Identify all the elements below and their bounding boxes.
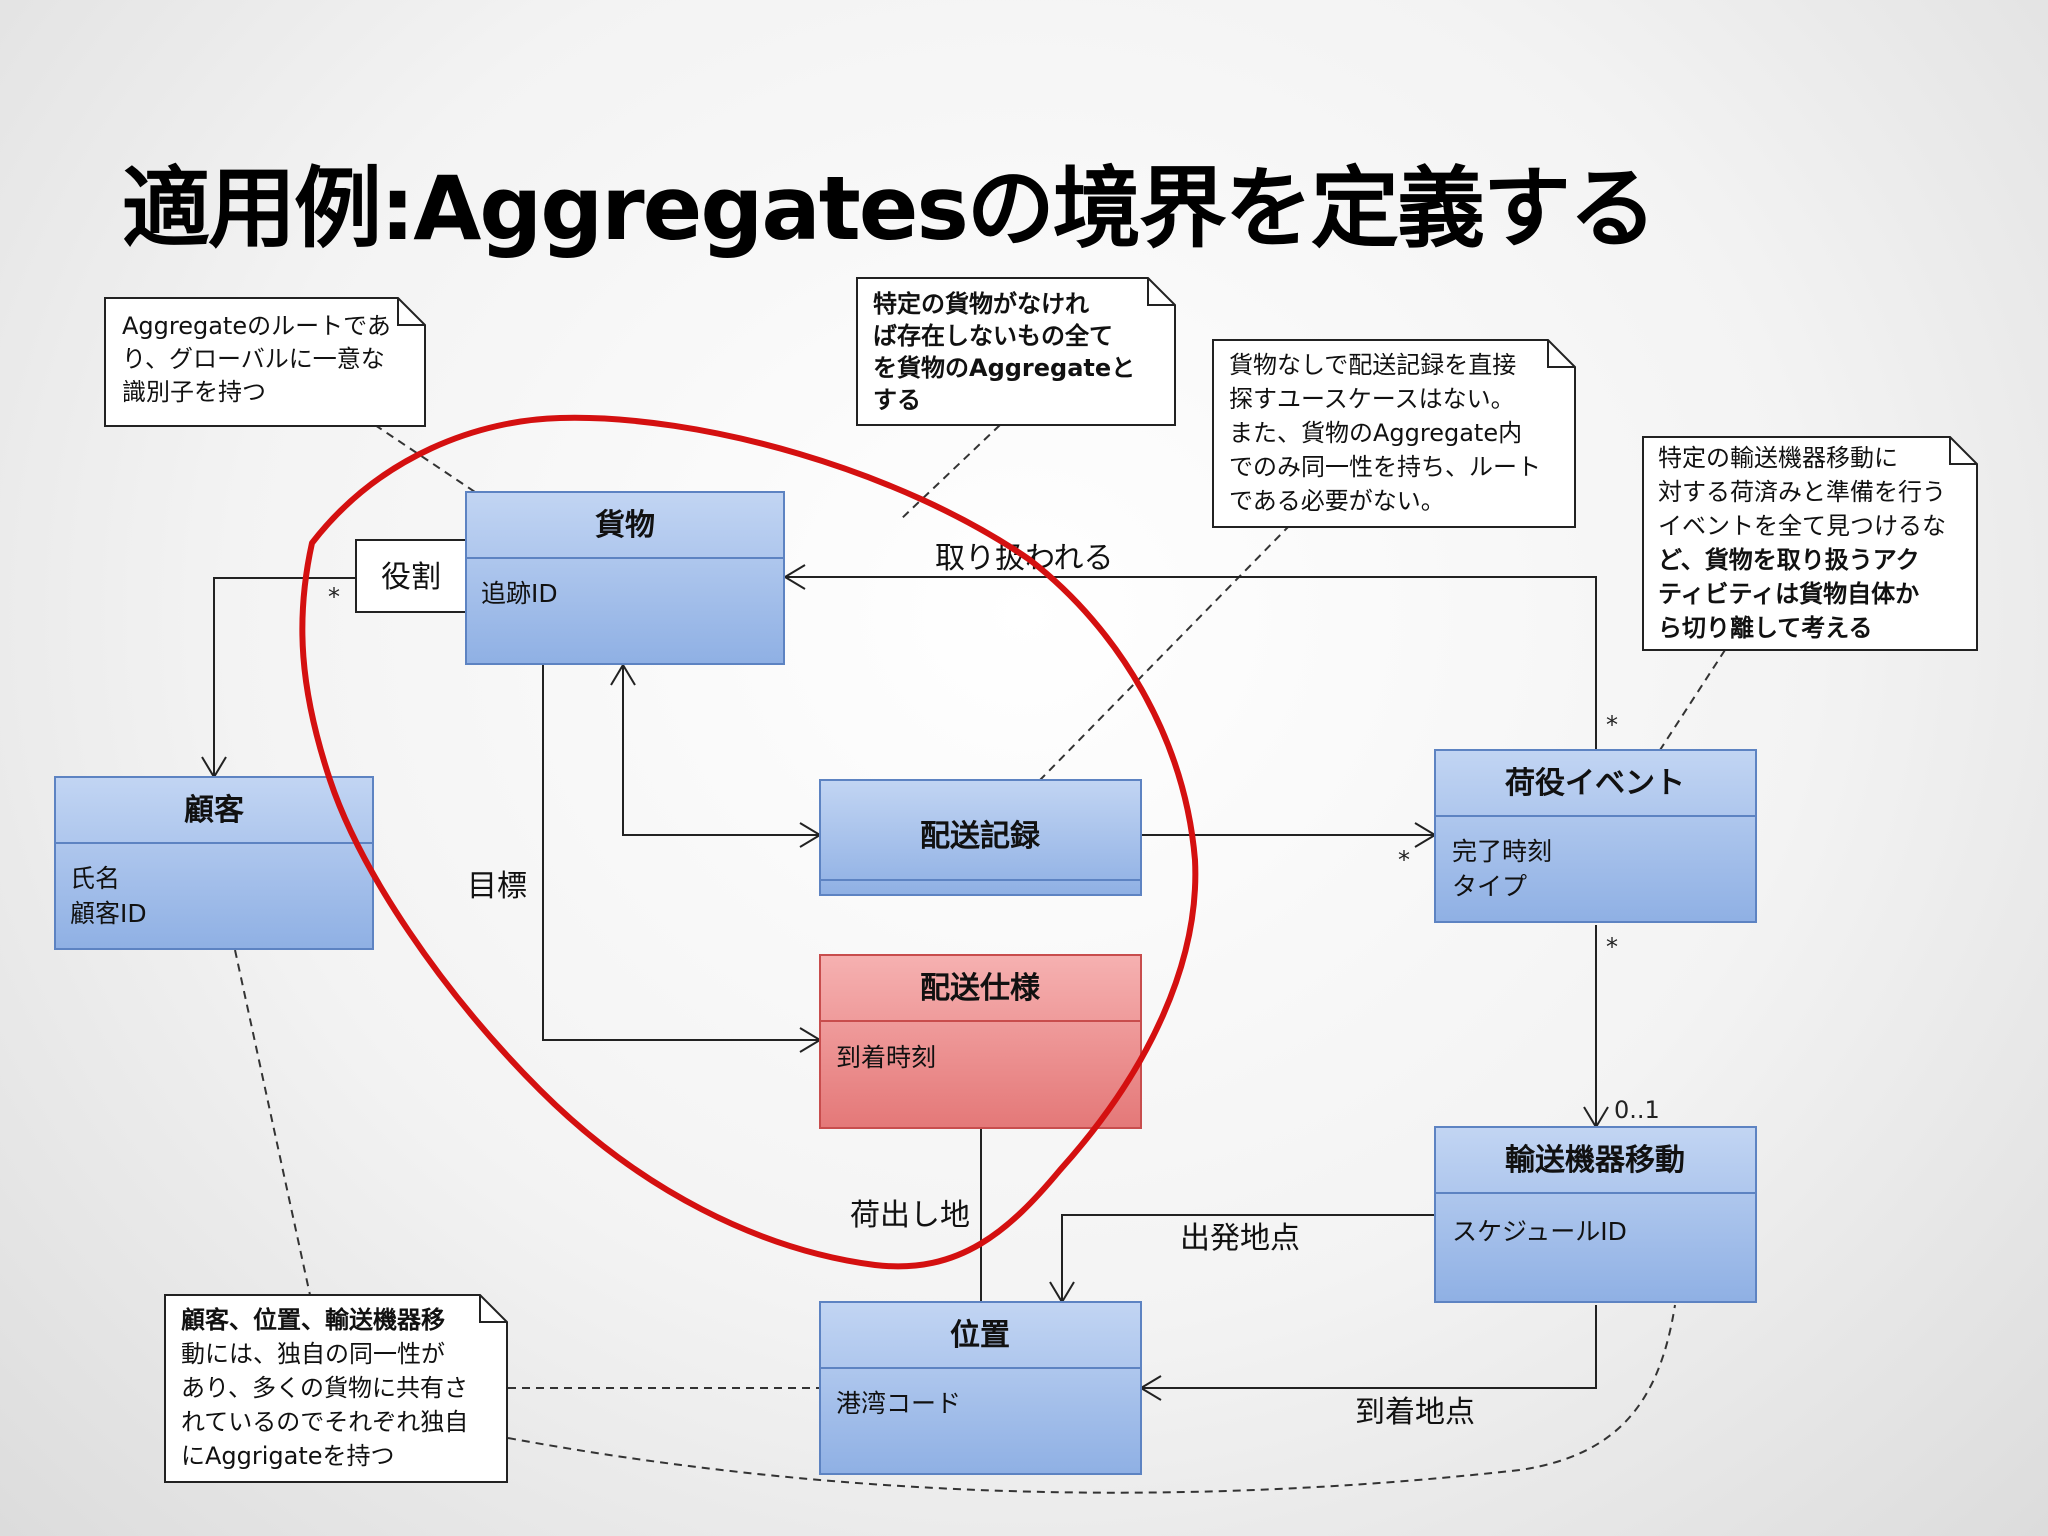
note-line: する [873,386,921,414]
class-name: 位置 [950,1318,1010,1353]
note-link-carrier [507,1304,1676,1494]
class-customer[interactable]: 顧客 氏名 顧客ID [54,776,374,950]
class-name: 輸送機器移動 [1505,1143,1685,1178]
assoc-departure [1061,1214,1435,1302]
role-qualifier: 役割 [355,539,467,613]
note-line: 顧客、位置、輸送機器移 [181,1306,445,1334]
class-attr: 追跡ID [481,579,558,608]
class-attr: 到着時刻 [836,1043,936,1072]
note-root: Aggregateのルートであ り、グローバルに一意な 識別子を持つ [104,297,426,427]
note-line: 特定の輸送機器移動に [1658,444,1898,472]
note-line: にAggrigateを持つ [181,1442,395,1470]
assoc-event-cargo [785,576,1597,750]
note-line: 特定の貨物がなけれ [873,290,1089,318]
note-line: 貨物なしで配送記録を直接 [1229,351,1516,379]
note-line: また、貨物のAggregate内 [1229,419,1522,447]
class-name: 貨物 [595,508,655,543]
note-line: Aggregateのルートであ [122,312,391,340]
note-connectors [234,424,1726,1494]
class-carrier-movement[interactable]: 輸送機器移動 スケジュールID [1434,1126,1757,1303]
note-event: 特定の輸送機器移動に 対する荷済みと準備を行う イベントを全て見つけるな ど、貨… [1642,436,1978,651]
label-origin: 荷出し地 [850,1198,970,1233]
class-attr: 港湾コード [836,1389,961,1418]
note-link-root [374,424,476,493]
note-line: を貨物のAggregateと [873,354,1135,382]
note-line: ど、貨物を取り扱うアク [1658,546,1920,574]
mult-event-top: * [1606,711,1618,739]
class-attr: 顧客ID [70,899,147,928]
note-link-event [1659,649,1726,751]
class-delivery-spec[interactable]: 配送仕様 到着時刻 [819,954,1142,1129]
note-line: である必要がない。 [1229,487,1445,515]
slide-title: 適用例:Aggregatesの境界を定義する [122,157,1657,260]
mult-movement: 0..1 [1614,1096,1660,1124]
note-line: 探すユースケースはない。 [1229,385,1515,413]
note-history: 貨物なしで配送記録を直接 探すユースケースはない。 また、貨物のAggregat… [1212,339,1576,528]
mult-event-bottom: * [1606,933,1618,961]
note-line: でのみ同一性を持ち、ルート [1229,453,1541,481]
role-label: 役割 [381,560,441,595]
class-attr: タイプ [1452,872,1527,901]
note-cargo-aggregate: 特定の貨物がなけれ ば存在しないもの全て を貨物のAggregateと する [856,277,1176,426]
note-line: 動には、独自の同一性が [181,1340,445,1368]
class-name: 配送仕様 [920,971,1041,1006]
label-goal: 目標 [467,869,527,904]
mult-event-history: * [1398,846,1410,874]
mult-customer-role: * [328,583,340,611]
note-line: ば存在しないもの全て [873,322,1113,350]
class-name: 配送記録 [920,819,1041,854]
note-line: り、グローバルに一意な [122,345,385,373]
note-line: 識別子を持つ [122,378,266,406]
note-link-history [1039,524,1291,781]
note-line: 対する荷済みと準備を行う [1658,478,1946,506]
class-cargo[interactable]: 貨物 追跡ID [465,491,785,665]
class-attr: 完了時刻 [1452,837,1552,866]
label-arrival: 到着地点 [1355,1395,1475,1430]
class-name: 荷役イベント [1505,766,1685,801]
class-handling-event[interactable]: 荷役イベント 完了時刻 タイプ [1434,749,1757,923]
note-line: ティビティは貨物自体か [1658,580,1919,608]
note-line: ら切り離して考える [1658,614,1873,642]
class-delivery-history[interactable]: 配送記録 [819,779,1142,896]
note-line: イベントを全て見つけるな [1658,512,1946,540]
label-departure: 出発地点 [1180,1221,1300,1256]
class-attr: 氏名 [70,864,120,893]
assoc-arrival [1141,1305,1597,1389]
class-name: 顧客 [184,793,244,828]
note-link-cargo-aggregate [899,424,1001,521]
class-attr: スケジュールID [1452,1217,1627,1246]
note-link-customer [234,949,311,1296]
note-line: れているのでそれぞれ独自 [181,1408,468,1436]
note-line: あり、多くの貨物に共有さ [181,1374,468,1402]
note-independent: 顧客、位置、輸送機器移 動には、独自の同一性が あり、多くの貨物に共有さ れてい… [164,1294,508,1483]
class-location[interactable]: 位置 港湾コード [819,1301,1142,1475]
assoc-cargo-history [622,665,820,836]
assoc-cargo-spec [542,665,820,1041]
aggregate-boundary-outline [299,414,1199,1270]
